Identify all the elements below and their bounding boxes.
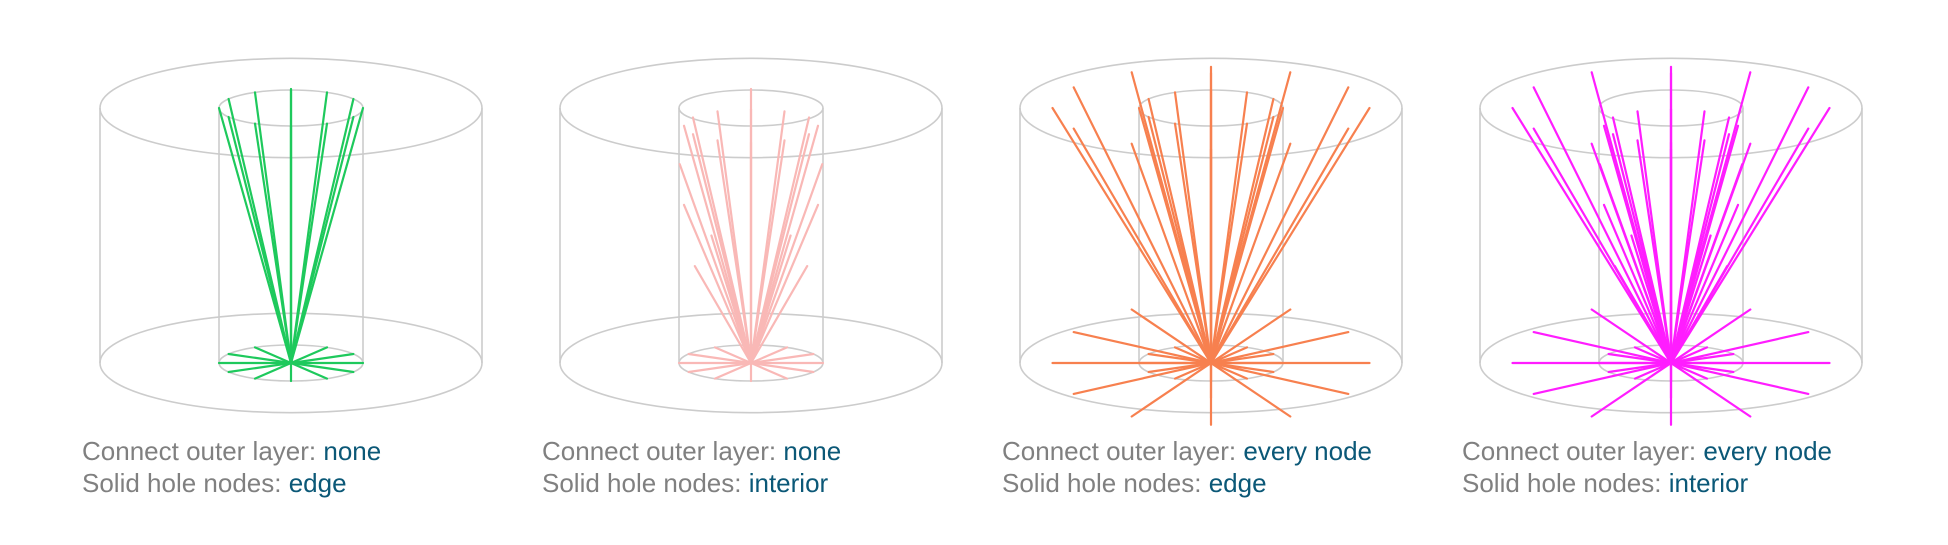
connection-lines <box>217 87 365 383</box>
outer-connection-line <box>1130 142 1213 365</box>
interior-connection-line <box>749 163 824 365</box>
interior-connection-line <box>749 203 820 365</box>
outer-connection-line <box>1209 142 1292 365</box>
connection-lines <box>1511 65 1831 426</box>
connection-line <box>289 106 365 365</box>
cylinder-panel-4 <box>1479 57 1863 426</box>
outer-connection-line <box>1209 86 1350 365</box>
connect-value: none <box>783 436 842 466</box>
interior-connection-line <box>749 234 792 365</box>
connection-line <box>691 133 753 365</box>
caption-line-solid: Solid hole nodes: edge <box>82 468 347 498</box>
solid-value: interior <box>748 468 829 498</box>
outer-connection-line <box>1532 127 1673 365</box>
outer-connection-line <box>1209 106 1371 365</box>
outer-connection-line <box>1669 71 1752 365</box>
outer-connection-line <box>1051 106 1213 365</box>
caption-line-solid: Solid hole nodes: edge <box>1002 468 1267 498</box>
caption-line-connect: Connect outer layer: none <box>82 436 382 466</box>
outer-connection-line <box>1511 106 1673 365</box>
connection-line <box>1636 139 1673 365</box>
caption-line-connect: Connect outer layer: every node <box>1002 436 1373 466</box>
caption-panel-2: Connect outer layer: none Solid hole nod… <box>542 435 841 499</box>
caption-panel-1: Connect outer layer: none Solid hole nod… <box>82 435 381 499</box>
caption-line-solid: Solid hole nodes: interior <box>542 468 829 498</box>
connection-line <box>289 97 355 365</box>
cylinder-panel-2 <box>559 57 943 414</box>
connection-line <box>289 91 329 365</box>
solid-value: edge <box>288 468 347 498</box>
outer-connection-line <box>1209 127 1350 365</box>
caption-line-solid: Solid hole nodes: interior <box>1462 468 1749 498</box>
outer-connection-line <box>1072 127 1213 365</box>
interior-connection-line <box>693 265 753 365</box>
connection-line <box>227 115 293 365</box>
outer-connection-line <box>1669 106 1831 365</box>
connection-line <box>1669 110 1706 365</box>
outer-connection-line <box>1130 71 1213 365</box>
connection-line <box>1209 97 1275 365</box>
connection-line <box>749 116 811 365</box>
caption-line-connect: Connect outer layer: every node <box>1462 436 1833 466</box>
outer-connection-line <box>1590 71 1673 365</box>
outer-connection-line <box>1590 142 1673 365</box>
cylinder-panel-3 <box>1019 57 1403 426</box>
caption-panel-4: Connect outer layer: every node Solid ho… <box>1462 435 1832 499</box>
outer-connection-line <box>1669 142 1752 365</box>
connection-line <box>1209 91 1249 365</box>
connection-line <box>1669 116 1731 365</box>
interior-connection-line <box>749 265 809 365</box>
connect-value: every node <box>1703 436 1833 466</box>
caption-panel-3: Connect outer layer: every node Solid ho… <box>1002 435 1372 499</box>
connection-line <box>716 139 753 365</box>
connection-line <box>749 110 786 365</box>
caption-line-connect: Connect outer layer: none <box>542 436 842 466</box>
interior-connection-line <box>1669 203 1740 365</box>
outer-connection-line <box>1669 127 1810 365</box>
interior-connection-line <box>678 163 753 365</box>
interior-connection-line <box>682 203 753 365</box>
connection-lines <box>1051 65 1371 426</box>
connect-value: every node <box>1243 436 1373 466</box>
outer-connection-line <box>1669 86 1810 365</box>
interior-connection-line <box>710 234 753 365</box>
outer-connection-line <box>1532 86 1673 365</box>
cylinder-panel-1 <box>99 57 483 414</box>
connection-line <box>1173 122 1213 365</box>
outer-connection-line <box>1209 71 1292 365</box>
solid-value: interior <box>1668 468 1749 498</box>
solid-value: edge <box>1208 468 1267 498</box>
interior-connection-line <box>1602 203 1673 365</box>
connection-lines <box>677 87 825 383</box>
connection-line <box>253 122 293 365</box>
connect-value: none <box>323 436 382 466</box>
connection-line <box>217 106 293 365</box>
outer-connection-line <box>1072 86 1213 365</box>
